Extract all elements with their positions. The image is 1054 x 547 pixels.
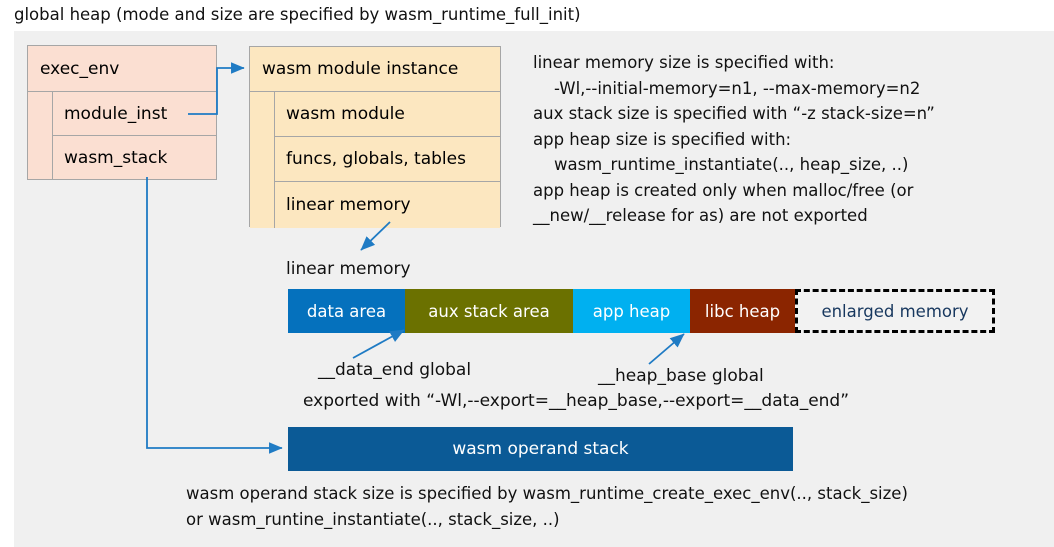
- module-instance-gutter: [250, 92, 275, 228]
- module-instance-field-linear-memory: linear memory: [275, 182, 500, 228]
- wasm-operand-stack-bar: wasm operand stack: [288, 427, 793, 471]
- annotation-data-end: __data_end global: [318, 360, 472, 380]
- memory-segment-data-area: data area: [288, 289, 405, 333]
- exec-env-field-wasm-stack: wasm_stack: [53, 136, 216, 179]
- linear-memory-bar: data area aux stack area app heap libc h…: [288, 289, 995, 333]
- memory-segment-enlarged-memory: enlarged memory: [795, 289, 995, 333]
- memory-segment-libc-heap: libc heap: [690, 289, 795, 333]
- linear-memory-label: linear memory: [286, 259, 411, 279]
- module-instance-field-funcs-globals-tables: funcs, globals, tables: [275, 137, 500, 182]
- exec-env-gutter: [28, 92, 53, 179]
- module-instance-header: wasm module instance: [250, 47, 500, 92]
- memory-segment-app-heap: app heap: [573, 289, 690, 333]
- wasm-module-instance-box: wasm module instance wasm module funcs, …: [249, 46, 501, 228]
- operand-stack-footer-note: wasm operand stack size is specified by …: [186, 484, 908, 529]
- exec-env-box: exec_env module_inst wasm_stack: [27, 45, 217, 180]
- annotation-exported-with: exported with “-Wl,--export=__heap_base,…: [303, 391, 850, 411]
- module-instance-field-wasm-module: wasm module: [275, 92, 500, 137]
- page-title: global heap (mode and size are specified…: [14, 5, 581, 24]
- memory-segment-aux-stack-area: aux stack area: [405, 289, 573, 333]
- exec-env-header: exec_env: [28, 46, 216, 92]
- annotation-heap-base: __heap_base global: [598, 366, 764, 386]
- configuration-notes: linear memory size is specified with: -W…: [533, 53, 935, 225]
- exec-env-field-module-inst: module_inst: [53, 92, 216, 136]
